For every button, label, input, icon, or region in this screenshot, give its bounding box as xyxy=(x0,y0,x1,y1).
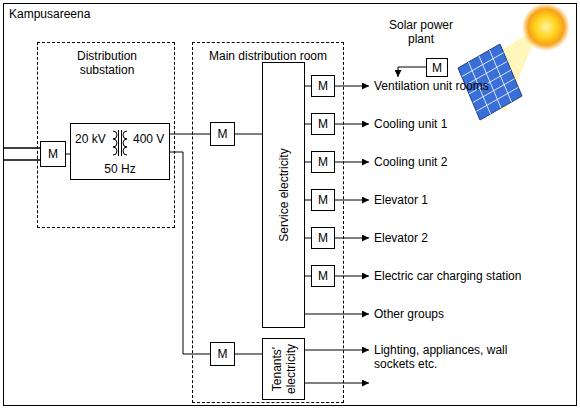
sun xyxy=(522,3,570,51)
switchboard-box: Tenants' electricity xyxy=(262,338,305,400)
solar-feed-arrow xyxy=(398,67,426,77)
meter-box: M xyxy=(311,227,335,249)
plant-name: Solar power plant xyxy=(386,18,456,46)
voltage-value: 20 kV xyxy=(75,132,106,146)
group-title: Main distribution room xyxy=(207,49,329,63)
meter-label: M xyxy=(211,127,234,141)
meter-box: M xyxy=(311,75,335,97)
power-wire xyxy=(170,134,210,135)
meter-box: M xyxy=(210,342,235,366)
meter-box: M xyxy=(311,189,335,211)
building-name: Kampusareena xyxy=(9,7,90,21)
output-arrow xyxy=(305,314,369,315)
meter-box: M xyxy=(210,122,235,146)
transformer-core xyxy=(121,130,122,156)
substation-group: M 20 kV 400 V 50 Hz Distribution substation xyxy=(37,42,175,228)
group-title: Distribution substation xyxy=(62,49,152,77)
meter-label: M xyxy=(427,61,447,75)
output-arrow xyxy=(335,86,369,87)
load-name: Electric car charging station xyxy=(374,269,521,283)
voltage-value: 400 V xyxy=(133,132,164,146)
power-wire xyxy=(235,354,262,355)
frequency-value: 50 Hz xyxy=(71,162,169,176)
meter-label: M xyxy=(312,231,334,245)
load-name: Elevator 2 xyxy=(374,231,428,245)
switchboard-box: Service electricity xyxy=(262,62,305,328)
meter-box: M xyxy=(426,58,448,77)
distribution-room-group: MService electricityMMMMMMTenants' elect… xyxy=(192,42,344,403)
transformer-coil xyxy=(113,131,117,155)
meter-box: M xyxy=(311,113,335,135)
output-arrow xyxy=(335,200,369,201)
output-arrow xyxy=(335,276,369,277)
output-arrows xyxy=(305,86,369,383)
feed-wire xyxy=(3,159,40,160)
feed-wire xyxy=(3,147,40,148)
output-arrow xyxy=(335,162,369,163)
output-arrow xyxy=(305,350,369,351)
output-arrow xyxy=(335,238,369,239)
load-name: Lighting, appliances, wall sockets etc. xyxy=(374,343,524,371)
panel-grid-line xyxy=(462,53,504,77)
load-name: Cooling unit 2 xyxy=(374,155,447,169)
meter-label: M xyxy=(312,269,334,283)
transformer-box: 20 kV 400 V 50 Hz xyxy=(70,123,170,180)
switchboard-name: Service electricity xyxy=(277,65,291,325)
meter-label: M xyxy=(312,117,334,131)
meter-label: M xyxy=(312,193,334,207)
load-name: Elevator 1 xyxy=(374,193,428,207)
switchboard-name: Tenants' electricity xyxy=(270,341,298,397)
transformer-coil xyxy=(123,131,127,155)
load-name: Other groups xyxy=(374,307,444,321)
meter-box: M xyxy=(311,265,335,287)
meter-box: M xyxy=(40,141,66,167)
transformer-core xyxy=(118,130,119,156)
load-name: Ventilation unit rooms xyxy=(374,79,489,93)
meter-label: M xyxy=(41,147,65,161)
power-wire xyxy=(235,134,262,135)
meter-label: M xyxy=(211,347,234,361)
power-wire xyxy=(170,152,210,354)
output-arrow xyxy=(305,383,369,384)
meter-box: M xyxy=(311,151,335,173)
meter-label: M xyxy=(312,155,334,169)
load-name: Cooling unit 1 xyxy=(374,117,447,131)
meter-label: M xyxy=(312,79,334,93)
output-arrow xyxy=(335,124,369,125)
